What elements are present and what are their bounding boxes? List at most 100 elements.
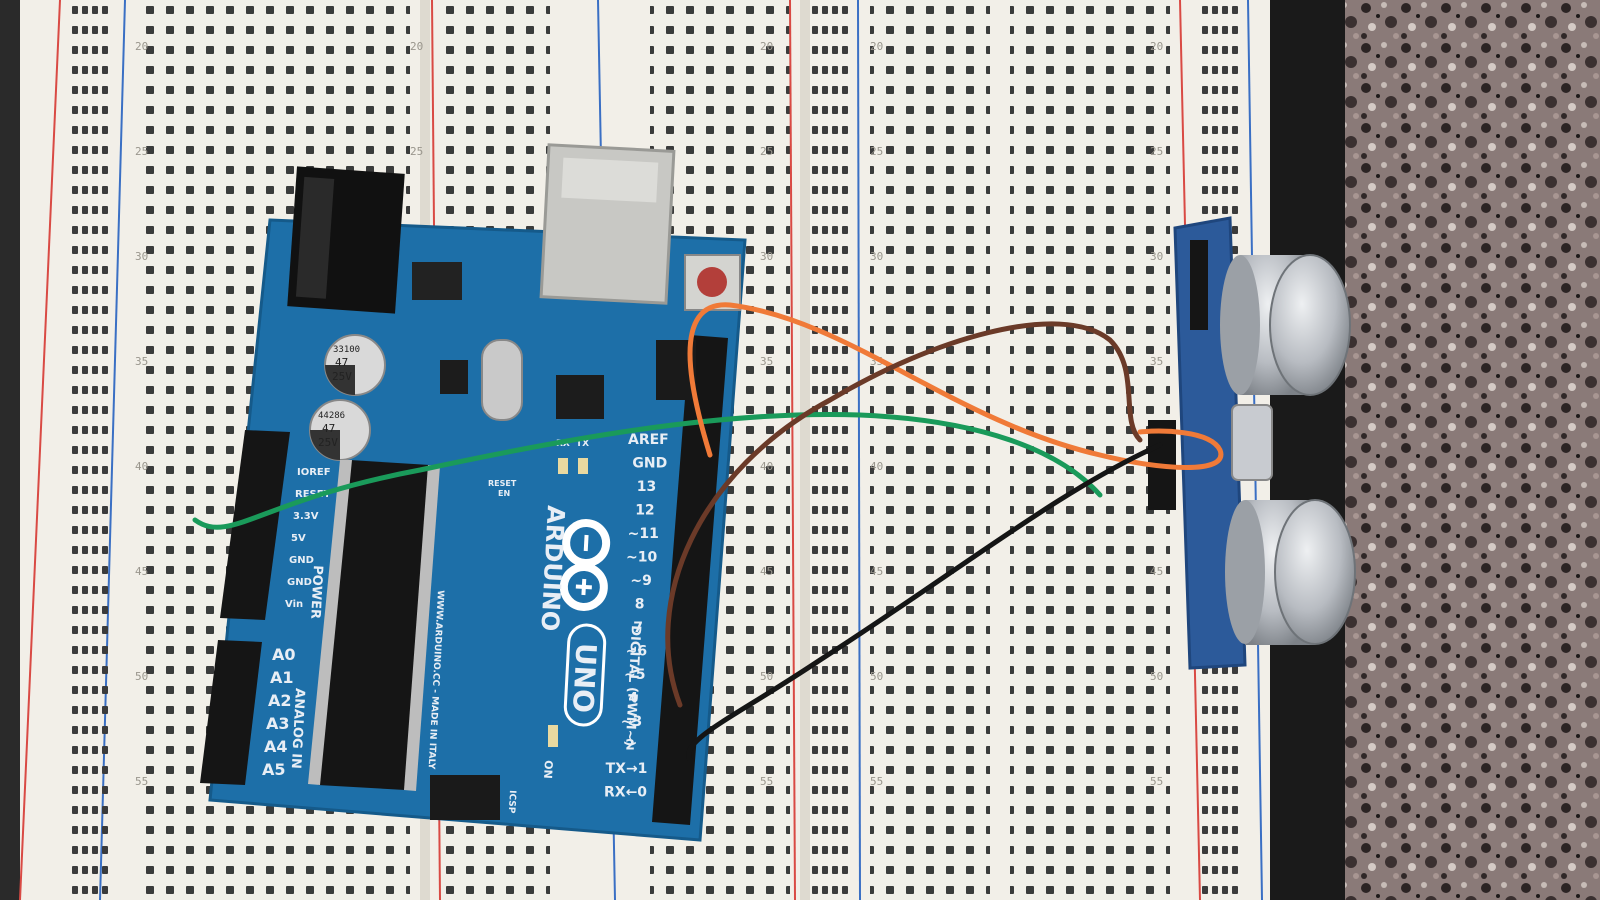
row-number: 35	[135, 355, 148, 368]
digital-pin-label: 8	[635, 597, 645, 613]
svg-text:47: 47	[322, 422, 335, 435]
row-number: 20	[135, 40, 148, 53]
wire-orange	[687, 302, 1224, 470]
digital-pin-label: AREF	[628, 432, 669, 448]
power-rail-left	[19, 0, 126, 900]
arduino-uno-board: 33100 47 25V 44286 47 25V	[200, 143, 747, 842]
row-number: 45	[135, 565, 148, 578]
icsp-label: ICSP	[506, 790, 517, 814]
digital-header	[652, 335, 728, 825]
row-number: 25	[135, 145, 148, 158]
wire-brown	[665, 321, 1143, 708]
transducer-bottom	[1225, 499, 1356, 645]
svg-text:25V: 25V	[332, 370, 352, 383]
capacitor-1: 33100 47 25V	[324, 334, 386, 396]
row-number: 25	[1150, 145, 1163, 158]
digital-pin-label: RX←0	[604, 785, 647, 801]
row-number: 30	[135, 250, 148, 263]
analog-pin-label: A0	[272, 645, 296, 664]
row-number: 20	[410, 40, 423, 53]
atmega328-chip	[308, 460, 440, 791]
icsp-header-bottom	[430, 775, 500, 820]
digital-pin-label: ~10	[626, 550, 657, 566]
usb-controller-chip	[556, 375, 604, 419]
row-number: 25	[410, 145, 423, 158]
row-number: 30	[760, 250, 773, 263]
digital-pin-label: 4	[628, 691, 638, 707]
analog-pin-label: A3	[266, 714, 290, 733]
row-number: 50	[135, 670, 148, 683]
uno-badge: UNO	[563, 623, 607, 727]
crystal-oscillator	[481, 339, 523, 421]
digital-section-label: DIGITAL (PWM~)	[622, 625, 643, 747]
power-rail-middle	[431, 0, 861, 900]
digital-pin-label: ~9	[630, 573, 651, 589]
capacitor-2: 44286 47 25V	[309, 399, 371, 461]
row-number: 35	[1150, 355, 1163, 368]
digital-pin-label: 12	[635, 503, 654, 519]
power-pin-label: 3.3V	[293, 511, 319, 522]
row-number: 55	[135, 775, 148, 788]
granite-surface	[1270, 0, 1600, 900]
arduino-logo	[559, 519, 611, 611]
analog-pin-label: A4	[264, 737, 288, 756]
digital-pin-label: GND	[632, 456, 667, 472]
digital-pin-label: ~6	[626, 644, 647, 660]
row-number: 30	[1150, 250, 1163, 263]
row-number: 40	[760, 460, 773, 473]
digital-pin-label: 13	[637, 479, 656, 495]
transducer-top	[1220, 254, 1351, 396]
en-label: EN	[498, 489, 510, 498]
analog-header	[200, 640, 262, 785]
row-number: 20	[870, 40, 883, 53]
digital-pin-label: TX→1	[606, 761, 648, 777]
reset-en-label: RESET	[488, 479, 517, 488]
ultrasonic-sensor	[1148, 216, 1356, 670]
svg-text:UNO: UNO	[566, 642, 603, 714]
power-section-label: POWER	[307, 565, 325, 620]
row-number: 40	[135, 460, 148, 473]
row-number: 45	[760, 565, 773, 578]
digital-pin-label: ~5	[624, 667, 645, 683]
row-number: 40	[870, 460, 883, 473]
row-number: 50	[1150, 670, 1163, 683]
svg-text:47: 47	[335, 356, 348, 369]
digital-pin-label: ~3	[621, 714, 642, 730]
row-number: 55	[760, 775, 773, 788]
analog-pin-label: A5	[262, 760, 286, 779]
analog-section-label: ANALOG IN	[288, 688, 307, 769]
row-number: 30	[870, 250, 883, 263]
power-pin-label: Vin	[285, 599, 303, 610]
row-number: 25	[870, 145, 883, 158]
row-number: 50	[870, 670, 883, 683]
power-pin-label: GND	[287, 577, 312, 588]
row-number: 50	[760, 670, 773, 683]
digital-pin-label: 2	[625, 738, 635, 754]
on-led-label: ON	[541, 760, 555, 779]
digital-pin-label: ~11	[628, 526, 659, 542]
power-pin-label: 5V	[291, 533, 306, 544]
row-number: 55	[1150, 775, 1163, 788]
wire-green	[192, 411, 1103, 530]
row-number: 45	[1150, 565, 1163, 578]
power-pin-label: GND	[289, 555, 314, 566]
op-amp-chip	[440, 360, 468, 394]
svg-text:44286: 44286	[318, 411, 345, 421]
row-number: 35	[760, 355, 773, 368]
voltage-regulator	[412, 262, 462, 300]
arduino-brand: ARDUINO	[535, 505, 570, 632]
power-pin-label: IOREF	[297, 467, 331, 478]
row-number: 20	[1150, 40, 1163, 53]
tx-led-label: TX	[576, 439, 589, 449]
analog-pin-label: A1	[270, 668, 294, 687]
row-number: 55	[870, 775, 883, 788]
row-number: 45	[870, 565, 883, 578]
reset-button[interactable]	[684, 254, 741, 311]
wire-black	[686, 442, 1163, 763]
svg-text:33100: 33100	[333, 345, 360, 355]
row-number: 25	[760, 145, 773, 158]
svg-text:25V: 25V	[318, 436, 338, 449]
